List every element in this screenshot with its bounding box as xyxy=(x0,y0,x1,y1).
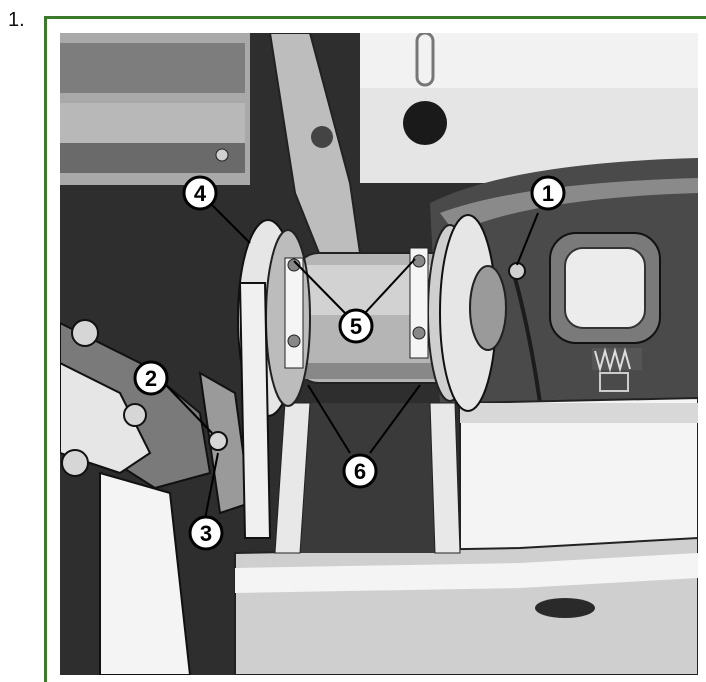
right-deck-edge xyxy=(440,178,698,233)
technical-illustration: 1 2 3 4 5 6 xyxy=(60,33,698,675)
cable xyxy=(513,277,542,404)
callout-1: 1 xyxy=(530,175,566,211)
svg-text:1: 1 xyxy=(542,181,554,206)
callout-3: 3 xyxy=(188,515,224,551)
figure-frame xyxy=(44,16,706,682)
strap-link xyxy=(238,282,272,539)
grease-fitting-right xyxy=(508,262,526,280)
leader-lines xyxy=(163,202,539,520)
upper-right-panel xyxy=(360,33,698,183)
work-light xyxy=(549,232,661,392)
grease-fitting-left xyxy=(208,431,228,451)
callout-6: 6 xyxy=(342,453,378,489)
callout-4: 4 xyxy=(182,175,218,211)
upper-left-panel xyxy=(60,33,250,185)
step-number: 1. xyxy=(8,9,25,31)
callout-2: 2 xyxy=(133,360,169,396)
svg-text:5: 5 xyxy=(350,314,362,339)
svg-text:2: 2 xyxy=(145,366,157,391)
svg-text:4: 4 xyxy=(194,181,207,206)
right-flange xyxy=(409,214,526,412)
svg-text:3: 3 xyxy=(200,521,212,546)
callout-5: 5 xyxy=(338,308,374,344)
lower-right-block xyxy=(459,396,698,564)
svg-text:6: 6 xyxy=(354,459,366,484)
bracket-hole xyxy=(311,126,333,148)
left-linkage xyxy=(60,319,252,675)
